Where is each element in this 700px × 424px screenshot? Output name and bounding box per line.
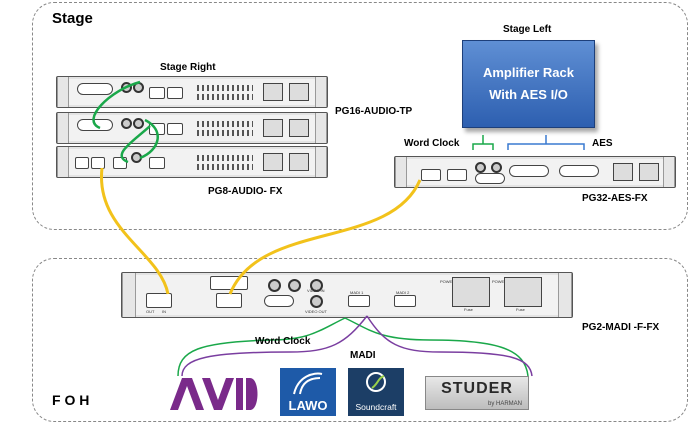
foh-zone bbox=[32, 258, 688, 422]
aes-label: AES bbox=[592, 138, 613, 149]
green-link-2 bbox=[139, 118, 159, 160]
madi-bracket-right bbox=[366, 315, 533, 377]
word-clock-bottom-bracket-right bbox=[344, 317, 529, 377]
pg32-label: PG32-AES-FX bbox=[582, 193, 648, 204]
studer-logo: STUDER by HARMAN bbox=[425, 376, 529, 410]
soundcraft-logo: Soundcraft bbox=[348, 368, 404, 416]
pg2-madi-unit: OUT IN VIDEO IN VIDEO OUT MADI 1 MADI 2 … bbox=[121, 272, 573, 318]
stage-left-label: Stage Left bbox=[503, 24, 552, 35]
pg16-label: PG16-AUDIO-TP bbox=[335, 106, 413, 117]
pg2-label: PG2-MADI -F-FX bbox=[582, 322, 660, 333]
pg16-unit-top bbox=[56, 76, 328, 108]
power-inlet-1 bbox=[452, 277, 490, 307]
studer-wordmark: STUDER bbox=[441, 380, 513, 397]
power-inlet-2 bbox=[504, 277, 542, 307]
word-clock-bottom-label: Word Clock bbox=[255, 336, 311, 347]
amplifier-rack: Amplifier Rack With AES I/O bbox=[462, 40, 595, 128]
madi-bracket-left bbox=[181, 315, 368, 377]
yellow-cable-pg32 bbox=[228, 179, 422, 295]
studer-sub: by HARMAN bbox=[487, 401, 522, 407]
word-clock-bottom-bracket bbox=[177, 317, 346, 377]
foh-zone-title: F O H bbox=[52, 392, 90, 408]
stage-zone bbox=[32, 2, 688, 230]
lawo-wordmark: LAWO bbox=[288, 398, 328, 413]
madi-label: MADI bbox=[350, 350, 376, 361]
madi1-port bbox=[348, 295, 370, 307]
aes-bracket bbox=[507, 135, 585, 150]
stage-right-label: Stage Right bbox=[160, 62, 216, 73]
word-clock-top-bracket bbox=[472, 135, 494, 150]
yellow-cable-stage-right bbox=[100, 167, 170, 295]
avid-logo bbox=[168, 374, 260, 412]
amplifier-rack-line1: Amplifier Rack bbox=[482, 65, 575, 80]
green-link-1 bbox=[92, 80, 141, 130]
stage-zone-title: Stage bbox=[52, 10, 93, 27]
pg32-unit bbox=[394, 156, 676, 188]
amplifier-rack-line2: With AES I/O bbox=[489, 87, 568, 102]
soundcraft-wordmark: Soundcraft bbox=[355, 402, 397, 412]
pg16-unit-middle bbox=[56, 112, 328, 144]
pg8-label: PG8-AUDIO- FX bbox=[208, 186, 283, 197]
coax-port-1 bbox=[146, 293, 172, 308]
madi2-port bbox=[394, 295, 416, 307]
word-clock-top-label: Word Clock bbox=[404, 138, 460, 149]
green-link-3 bbox=[120, 125, 151, 164]
lawo-logo: LAWO bbox=[280, 368, 336, 416]
